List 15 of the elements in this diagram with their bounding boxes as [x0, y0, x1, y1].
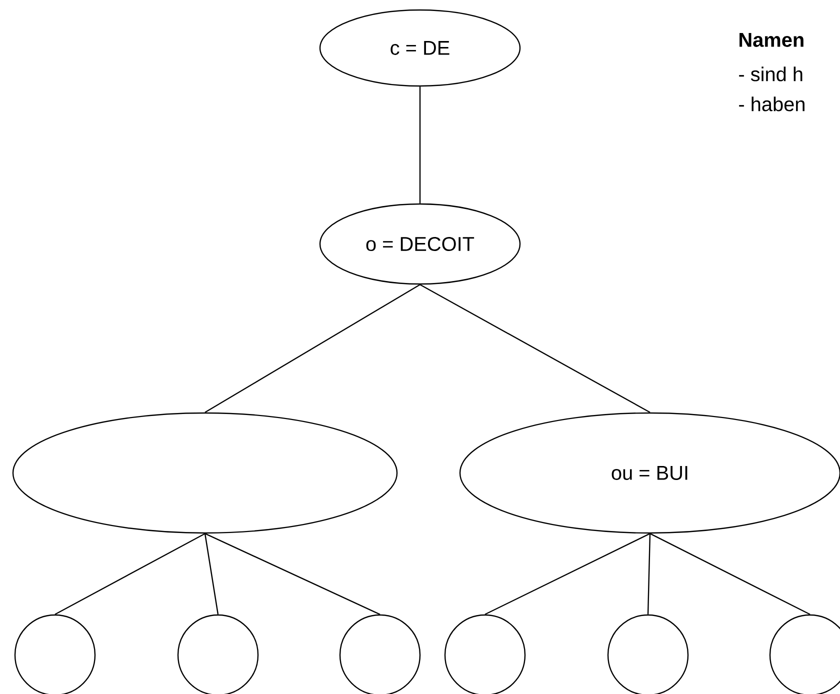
- note-text: Namen: [740, 33, 804, 47]
- connector-line: [484, 533, 650, 615]
- connector-line: [204, 284, 420, 413]
- ellipse-node: c = DE: [319, 9, 521, 87]
- connector-line: [420, 284, 650, 413]
- ellipse-node: o = DECOIT: [319, 203, 521, 285]
- connector-line: [54, 533, 206, 615]
- connector-line: [650, 533, 810, 615]
- ellipse-node: [12, 412, 398, 534]
- note-text: - haben: [739, 96, 804, 112]
- connector-line: [647, 534, 651, 614]
- connector-line: [204, 534, 219, 614]
- connector-line: [204, 533, 380, 615]
- note-text: - sind h: [739, 66, 802, 82]
- connector-line: [419, 86, 421, 204]
